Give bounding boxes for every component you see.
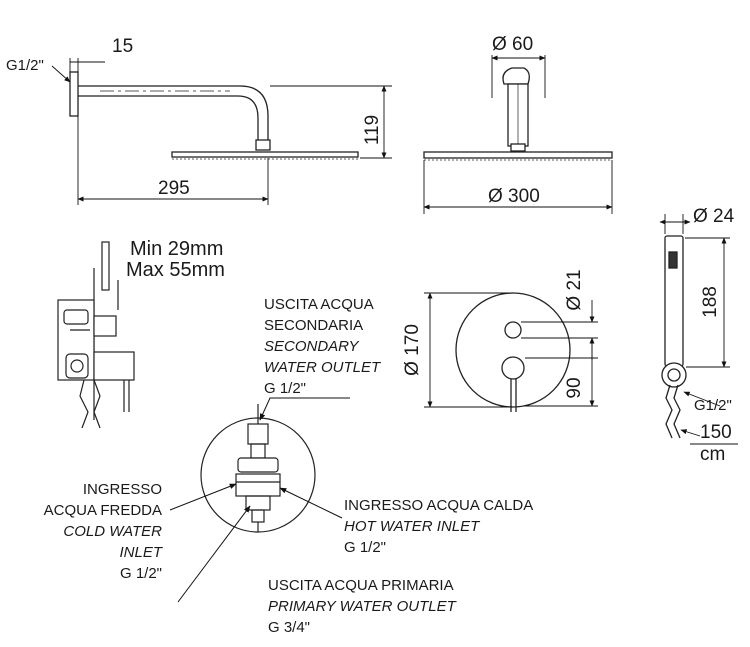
install-min-label: Min 29mm [130,238,223,260]
shower-head-dimensions [423,55,613,214]
hand-head-diameter-label: Ø 24 [693,206,735,227]
shower-arm-side-view [69,71,359,160]
hot-en: HOT WATER INLET [344,518,481,535]
mixer-front-dimensions [424,292,598,408]
plate-diameter-label: Ø 170 [402,324,423,376]
hand-shower-view [661,235,687,439]
mixer-side-view [57,241,135,429]
head-flange-label: Ø 60 [492,34,533,55]
hand-thread-label: G1/2" [694,397,732,414]
shower-head-front-view [423,67,613,161]
valve-leaders [169,397,350,603]
hot-it: INGRESSO ACQUA CALDA [344,497,533,514]
arm-thread-label: G1/2" [6,57,44,74]
secondary-it-1: USCITA ACQUA [264,296,374,313]
cold-thread: G 1/2" [120,565,162,582]
secondary-thread: G 1/2" [264,380,306,397]
cold-it-1: INGRESSO [83,481,162,498]
shower-arm-dimensions [51,58,392,205]
arm-wall-plate-label: 15 [112,36,133,57]
hand-hose-unit-label: cm [700,444,725,465]
primary-thread: G 3/4" [268,619,310,636]
cold-inlet-label: INGRESSO ACQUA FREDDA COLD WATER INLET G… [44,481,164,582]
knob-diameter-label: Ø 21 [564,269,585,310]
secondary-outlet-label: USCITA ACQUA SECONDARIA SECONDARY WATER … [264,296,382,397]
primary-outlet-label: USCITA ACQUA PRIMARIA PRIMARY WATER OUTL… [268,577,458,636]
arm-length-label: 295 [158,178,190,199]
hot-thread: G 1/2" [344,539,386,556]
secondary-it-2: SECONDARIA [264,317,363,334]
cold-it-2: ACQUA FREDDA [44,502,162,519]
hand-shower-dimensions [659,214,730,437]
primary-it: USCITA ACQUA PRIMARIA [268,577,454,594]
knob-spacing-label: 90 [564,377,585,398]
valve-body-view [200,404,316,533]
arm-height-label: 119 [362,115,383,145]
hot-inlet-label: INGRESSO ACQUA CALDA HOT WATER INLET G 1… [344,497,533,556]
secondary-en-2: WATER OUTLET [264,359,382,376]
head-diameter-label: Ø 300 [488,186,540,207]
mixer-front-plate [455,292,571,412]
cold-en-1: COLD WATER [63,523,162,540]
hand-hose-label: 150 [700,422,732,443]
primary-en: PRIMARY WATER OUTLET [268,598,458,615]
install-max-label: Max 55mm [126,259,225,281]
cold-en-2: INLET [119,544,163,561]
hand-length-label: 188 [700,286,721,318]
secondary-en-1: SECONDARY [264,338,359,355]
